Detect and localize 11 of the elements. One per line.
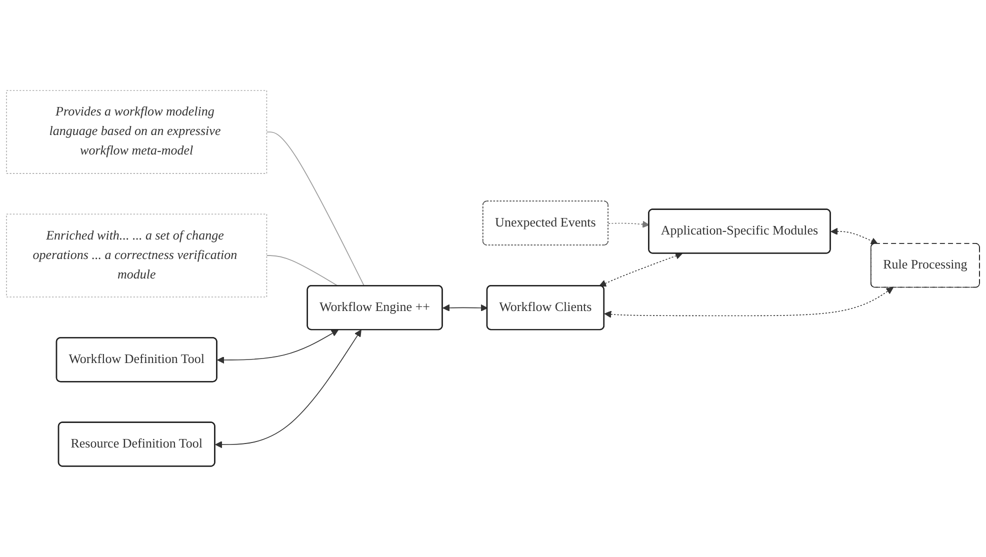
connector [266,255,339,287]
arrow [830,228,878,244]
node-box: Enriched with... ... a set of change operations ... a correctness verification module [6,214,268,298]
arrow [217,330,338,364]
arrow [442,304,488,312]
arrow [604,288,894,318]
connector [266,132,365,287]
arrow [608,220,650,228]
arrow [599,252,682,287]
arrow [215,330,362,448]
node-box: Provides a workflow modeling language based on an expressive workflow meta-model [6,90,268,174]
